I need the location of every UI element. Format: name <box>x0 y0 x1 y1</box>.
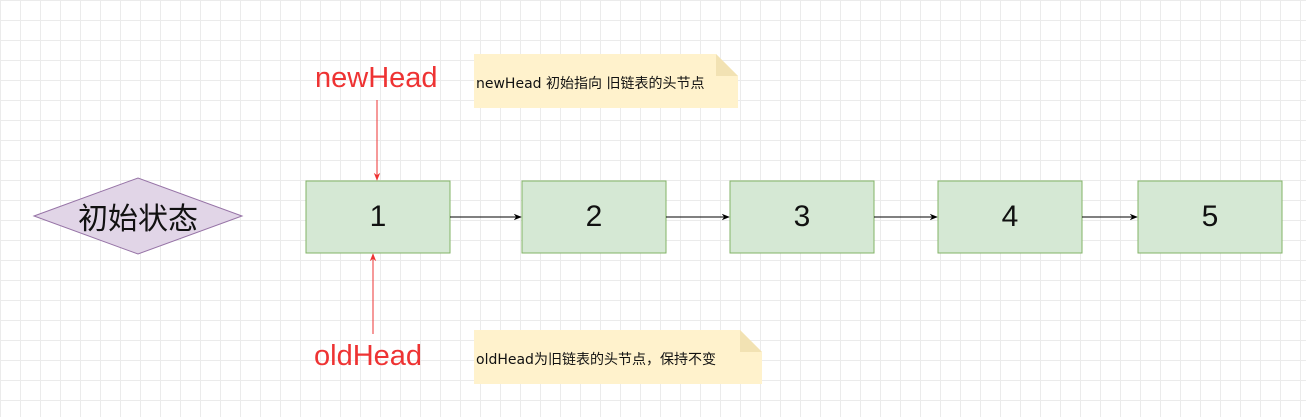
state-label: 初始状态 <box>78 202 198 237</box>
node-label-2: 2 <box>585 200 603 233</box>
old-head-note-text: oldHead为旧链表的头节点，保持不变 <box>476 352 716 368</box>
old-head-label: oldHead <box>314 340 423 372</box>
list-node-2 <box>521 180 667 254</box>
note-new-head <box>474 54 738 108</box>
list-node-4 <box>937 180 1083 254</box>
note-fold <box>740 330 762 352</box>
node-label-5: 5 <box>1201 200 1219 233</box>
node-label-4: 4 <box>1001 200 1019 233</box>
list-node-1 <box>305 180 451 254</box>
list-node-5 <box>1137 180 1283 254</box>
node-label-3: 3 <box>793 200 811 233</box>
note-old-head <box>474 330 762 384</box>
node-label-1: 1 <box>369 200 387 233</box>
list-node-3 <box>729 180 875 254</box>
new-head-note-text: newHead 初始指向 旧链表的头节点 <box>476 76 705 92</box>
note-fold <box>716 54 738 76</box>
new-head-label: newHead <box>315 62 438 94</box>
state-diamond <box>32 177 244 255</box>
